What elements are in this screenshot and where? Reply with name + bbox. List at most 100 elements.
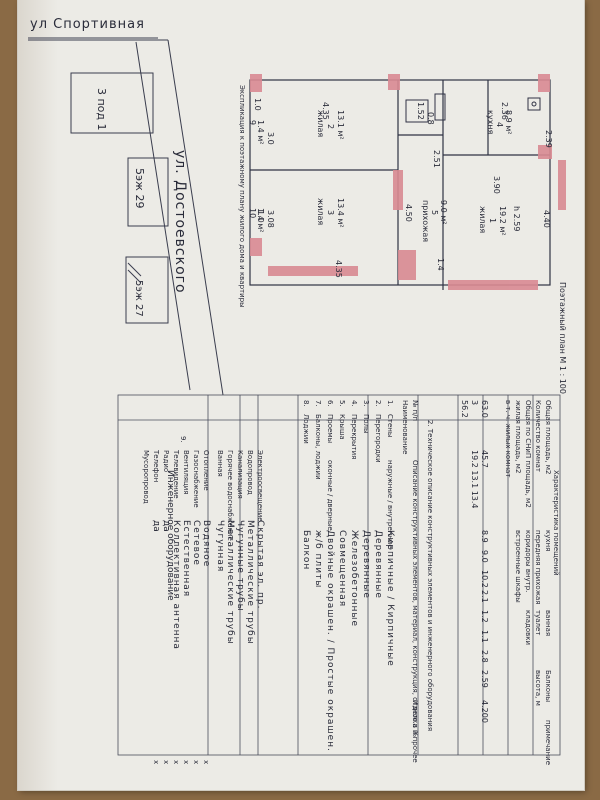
table-engineering: 9. Инженерное оборудование Электроосвеще…	[142, 436, 265, 764]
svg-text:1.4 м²: 1.4 м²	[256, 208, 265, 233]
dim-6: 3.0	[266, 132, 275, 145]
svg-text:4.: 4.	[350, 400, 358, 407]
svg-text:1: 1	[488, 218, 497, 223]
building-label-3: 5эж 27	[133, 280, 144, 317]
svg-text:передняя прихожая: передняя прихожая	[534, 530, 542, 605]
svg-text:5: 5	[430, 210, 439, 215]
svg-text:7.: 7.	[314, 400, 322, 407]
svg-text:x: x	[152, 760, 160, 764]
svg-text:1.2: 1.2	[480, 610, 489, 623]
svg-text:6.: 6.	[326, 400, 334, 407]
dim-11: 4.35	[334, 260, 343, 278]
svg-text:Металлические трубы: Металлические трубы	[225, 520, 235, 645]
room-1: жилая 1 19.2 м² h 2.59	[478, 206, 521, 236]
svg-text:x: x	[202, 760, 210, 764]
svg-text:жилая площадь, м2: жилая площадь, м2	[514, 400, 522, 473]
svg-text:Полы: Полы	[362, 414, 370, 434]
building-label-1: 3 под 1	[95, 88, 108, 131]
plan-fixtures	[405, 93, 541, 123]
svg-text:Общая по СНиП площадь, м2: Общая по СНиП площадь, м2	[524, 400, 532, 508]
svg-text:Сетевое: Сетевое	[191, 520, 201, 566]
svg-text:Чугунная: Чугунная	[215, 520, 225, 572]
svg-text:туалет: туалет	[534, 610, 542, 635]
svg-text:Электроосвещение: Электроосвещение	[256, 450, 264, 522]
svg-text:45.7: 45.7	[480, 450, 489, 468]
tables-grid	[117, 394, 561, 756]
dim-10: 2.51	[432, 150, 441, 168]
plan-dimensions: 4.35 2.36 2.39 3.90 4.40 3.0 1.0 3.08 4.…	[253, 98, 553, 278]
svg-text:4.200: 4.200	[480, 700, 489, 723]
svg-text:1.: 1.	[386, 400, 394, 407]
svg-text:Ванная: Ванная	[216, 450, 224, 477]
svg-text:ванная: ванная	[544, 610, 552, 636]
svg-text:Балконы, лоджии: Балконы, лоджии	[314, 414, 322, 480]
svg-text:жилая: жилая	[478, 206, 487, 233]
svg-text:Радио: Радио	[162, 450, 170, 472]
room-2: жилая 2 13.1 м²	[316, 110, 345, 140]
svg-text:жилая: жилая	[316, 110, 325, 137]
svg-text:кладовки: кладовки	[524, 610, 532, 645]
svg-text:Деревянные: Деревянные	[361, 530, 371, 599]
svg-text:Балконы: Балконы	[544, 670, 552, 702]
svg-text:3: 3	[470, 400, 479, 405]
room-9: 9 1.4 м²	[248, 120, 265, 145]
svg-text:Перегородки: Перегородки	[374, 414, 382, 463]
plan-side-note: Экспликация к поэтажному плану жилого до…	[238, 85, 246, 308]
svg-text:10.2: 10.2	[480, 570, 489, 588]
svg-text:8.9 м²: 8.9 м²	[504, 110, 513, 135]
svg-text:1.1: 1.1	[480, 630, 489, 643]
dim-13: 0.8	[426, 112, 435, 125]
svg-text:Естественная: Естественная	[181, 520, 191, 597]
svg-text:x: x	[172, 760, 180, 764]
dim-9: 4.50	[404, 204, 413, 222]
svg-text:Мусоропровод: Мусоропровод	[142, 450, 150, 504]
svg-text:19.2 13.1 13.4: 19.2 13.1 13.4	[470, 450, 479, 509]
document-sheet: ул Спортивная 3 под 1 5эж 29 5эж 27 ул. …	[18, 0, 584, 790]
svg-text:9.0 м²: 9.0 м²	[439, 200, 448, 225]
table1-title: Характеристика помещений	[552, 470, 560, 576]
svg-text:2.1: 2.1	[480, 590, 489, 603]
svg-text:1.4 м²: 1.4 м²	[256, 120, 265, 145]
svg-text:8.: 8.	[302, 400, 310, 407]
svg-text:Водопровод: Водопровод	[246, 450, 254, 495]
svg-text:8.9: 8.9	[480, 530, 489, 543]
dim-7: 1.0	[253, 98, 262, 111]
svg-text:2.8: 2.8	[480, 650, 489, 663]
dim-2: 2.36	[500, 102, 509, 120]
svg-text:Износ в %: Износ в %	[411, 700, 419, 737]
svg-text:Металлические трубы: Металлические трубы	[245, 520, 255, 645]
room-10: 10 1.4 м²	[248, 208, 265, 233]
svg-text:Чугунные трубы: Чугунные трубы	[235, 520, 245, 612]
svg-text:56.2: 56.2	[460, 400, 469, 418]
svg-text:коридоры внутр.: коридоры внутр.	[524, 530, 532, 592]
svg-text:прихожая: прихожая	[421, 200, 430, 242]
svg-text:да: да	[151, 520, 161, 532]
svg-text:да: да	[161, 520, 171, 532]
svg-text:Вентиляция: Вентиляция	[182, 450, 190, 495]
svg-text:Газоснабжение: Газоснабжение	[192, 450, 200, 508]
svg-text:Двойные окрашен. / Простые окр: Двойные окрашен. / Простые окрашен.	[325, 530, 335, 752]
svg-text:Балкон: Балкон	[301, 530, 311, 570]
svg-text:9: 9	[248, 120, 257, 125]
svg-text:Стены: Стены	[386, 414, 394, 437]
dim-1: 4.35	[321, 102, 330, 120]
svg-text:высота, м: высота, м	[534, 670, 542, 706]
svg-text:Наименование: Наименование	[401, 400, 409, 454]
svg-text:4: 4	[495, 122, 504, 127]
svg-text:оконные / дверные: оконные / дверные	[326, 460, 334, 531]
svg-text:Отопление: Отопление	[202, 450, 210, 491]
svg-text:13.1 м²: 13.1 м²	[336, 110, 345, 140]
svg-text:жилая: жилая	[316, 198, 325, 225]
street-top-label: ул Спортивная	[30, 17, 145, 32]
dim-8: 3.08	[266, 210, 275, 228]
svg-text:2.59: 2.59	[480, 670, 489, 688]
plan-scale: Поэтажный план М 1 : 100	[558, 282, 567, 394]
dim-3: 2.39	[544, 130, 553, 148]
svg-text:x: x	[192, 760, 200, 764]
site-plan	[28, 37, 224, 396]
svg-text:Кирпичные / Кирпичные: Кирпичные / Кирпичные	[385, 530, 395, 667]
svg-text:кухня: кухня	[486, 110, 495, 135]
svg-text:3.: 3.	[362, 400, 370, 407]
svg-text:ж/б плиты: ж/б плиты	[313, 530, 323, 588]
svg-text:x: x	[162, 760, 170, 764]
